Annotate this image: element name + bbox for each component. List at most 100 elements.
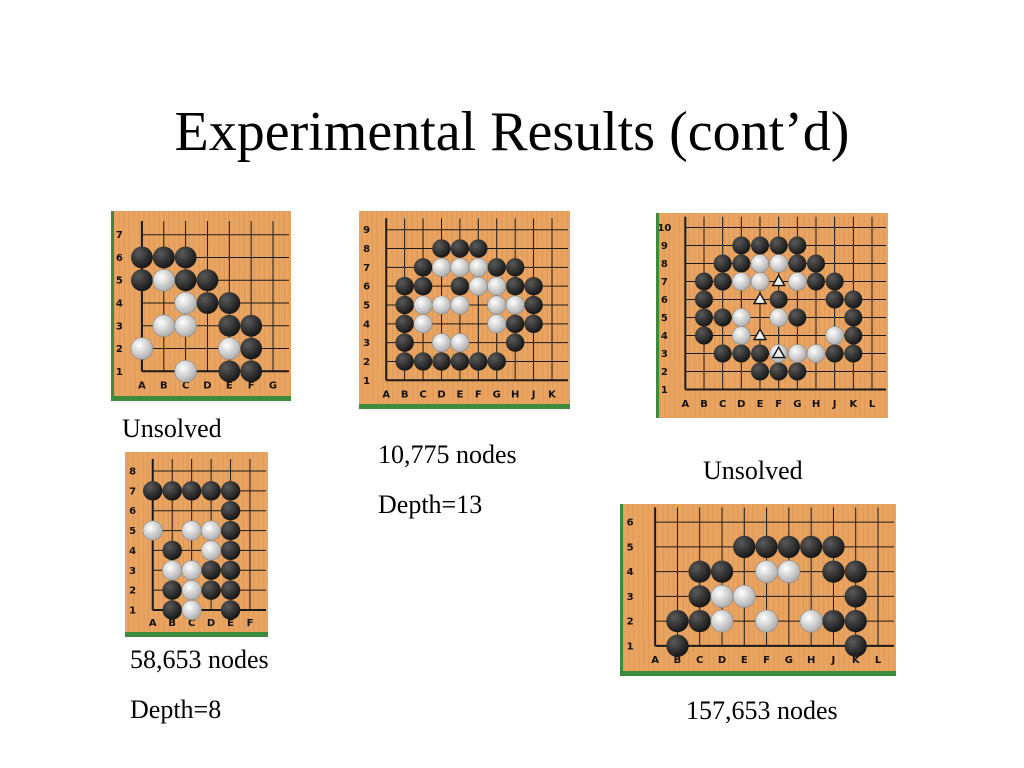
black-stone [131, 246, 153, 269]
black-stone [524, 295, 543, 315]
caption-line: Unsolved [122, 414, 222, 443]
black-stone [751, 362, 769, 381]
black-stone [844, 585, 867, 608]
white-stone [710, 584, 734, 608]
black-stone [505, 314, 525, 334]
wood-grain [658, 213, 661, 418]
wood-grain [637, 504, 640, 676]
wood-grain [647, 504, 650, 676]
black-stone [395, 276, 414, 296]
wood-grain [882, 504, 885, 676]
white-stone [806, 344, 826, 363]
wood-grain [883, 213, 886, 418]
wood-grain [137, 452, 140, 637]
black-stone [666, 609, 689, 633]
wood-grain [762, 504, 765, 676]
white-stone [142, 520, 163, 541]
column-label: C [719, 399, 726, 410]
row-label: 7 [129, 486, 136, 497]
black-stone [201, 560, 221, 581]
wood-grain [376, 211, 379, 409]
column-label: B [168, 618, 176, 629]
black-stone [524, 276, 543, 296]
white-stone [487, 276, 507, 296]
wood-grain [123, 211, 126, 401]
wood-grain [371, 211, 374, 409]
white-stone [181, 520, 202, 541]
row-label: 2 [627, 617, 634, 628]
black-stone [788, 236, 807, 255]
black-stone [713, 254, 732, 273]
row-label: 6 [627, 518, 634, 529]
black-stone [450, 276, 470, 296]
wood-grain [693, 213, 696, 418]
column-label: E [226, 381, 233, 392]
white-stone [431, 295, 451, 315]
wood-grain [268, 211, 271, 401]
column-label: G [785, 655, 793, 666]
caption-board-2: 10,775 nodes Depth=13 [378, 440, 517, 520]
black-stone [413, 352, 433, 371]
wood-grain [138, 211, 141, 401]
wood-grain [772, 504, 775, 676]
white-stone [181, 600, 202, 621]
black-stone [732, 254, 751, 273]
column-label: D [207, 618, 215, 629]
wood-grain [868, 213, 871, 418]
black-stone [695, 326, 713, 345]
column-label: H [511, 390, 519, 401]
black-stone [432, 239, 451, 258]
row-label: 1 [627, 641, 634, 652]
black-stone [688, 560, 711, 583]
black-stone [695, 290, 713, 309]
black-stone [487, 352, 506, 371]
black-stone [395, 352, 414, 371]
black-stone [524, 314, 543, 334]
wood-grain [813, 213, 816, 418]
column-label: K [849, 399, 858, 410]
white-stone [152, 314, 175, 337]
black-stone [220, 481, 241, 501]
white-stone [174, 291, 197, 315]
row-label: 8 [129, 466, 136, 477]
white-stone [732, 326, 751, 345]
black-stone [751, 344, 769, 363]
wood-grain [242, 452, 245, 637]
white-stone [750, 272, 770, 291]
wood-grain [822, 504, 825, 676]
row-label: 4 [116, 299, 123, 310]
black-stone [143, 481, 163, 501]
wood-grain [283, 211, 286, 401]
black-stone [844, 634, 867, 657]
black-stone [218, 360, 241, 383]
black-stone [769, 362, 788, 381]
black-stone [174, 269, 197, 292]
row-label: 7 [116, 230, 123, 241]
row-label: 6 [363, 282, 370, 293]
black-stone [713, 344, 732, 363]
row-label: 6 [116, 253, 123, 264]
column-label: A [651, 655, 659, 666]
black-stone [220, 540, 241, 561]
wood-grain [113, 211, 116, 401]
board-frame-left [656, 213, 659, 418]
column-label: L [875, 655, 882, 666]
board-frame-bottom [359, 404, 570, 409]
row-label: 1 [116, 367, 123, 378]
caption-board-1: Unsolved [122, 414, 222, 444]
wood-grain [782, 504, 785, 676]
row-label: 1 [363, 376, 370, 387]
board-frame-left [620, 504, 623, 676]
caption-line: 58,653 nodes [130, 645, 269, 674]
wood-grain [872, 504, 875, 676]
wood-grain [657, 504, 660, 676]
black-stone [844, 290, 863, 309]
column-label: B [160, 381, 168, 392]
wood-grain [678, 213, 681, 418]
column-label: D [718, 655, 726, 666]
white-stone [732, 584, 756, 608]
wood-grain [556, 211, 559, 409]
wood-grain [792, 504, 795, 676]
black-stone [825, 344, 844, 363]
